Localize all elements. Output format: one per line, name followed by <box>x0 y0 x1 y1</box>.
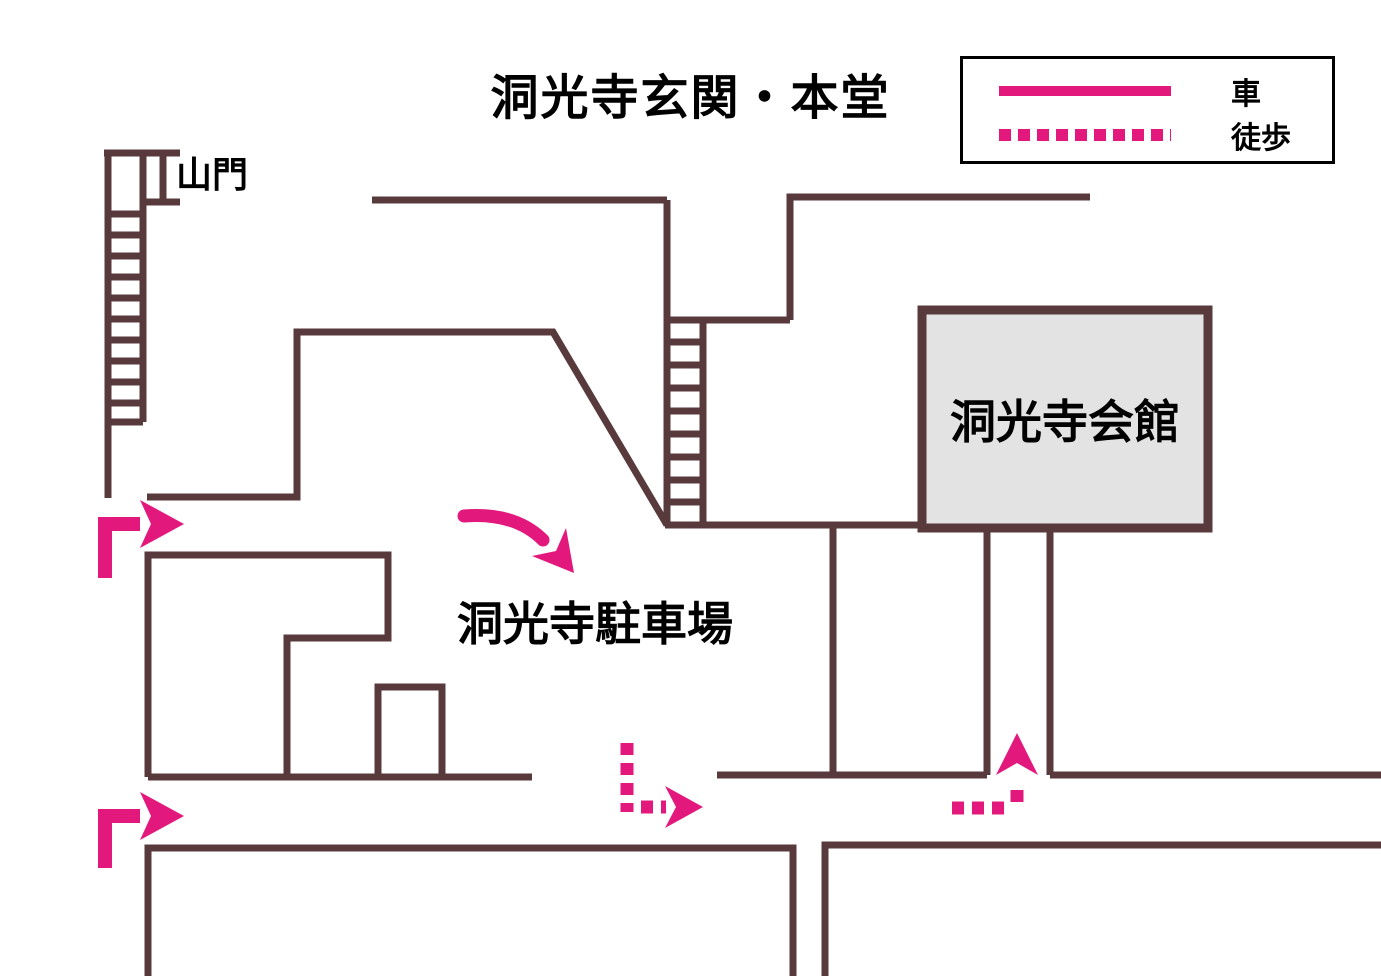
bottom-blocks <box>144 841 1381 976</box>
car-route-arrow-lower <box>98 792 184 868</box>
arrow-shaft <box>98 517 140 578</box>
arrow-shaft <box>98 809 140 868</box>
solid-line-sample <box>999 86 1171 96</box>
legend: 車 徒歩 <box>960 56 1335 164</box>
parking-upper-boundary <box>147 328 922 529</box>
parking-structures <box>144 551 532 781</box>
legend-label-car: 車 <box>1231 78 1261 111</box>
car-route-arrow-upper <box>98 500 184 578</box>
arrow-head <box>140 500 184 548</box>
page-title: 洞光寺玄関・本堂 <box>490 72 891 125</box>
boundary-polyline <box>147 328 671 527</box>
car-route-curve-into-parking <box>457 509 574 573</box>
legend-row-car: 車 <box>999 69 1332 113</box>
west-stairs-and-gate <box>104 149 180 498</box>
curve-shaft <box>457 509 550 547</box>
central-structures <box>372 193 1090 523</box>
bottom-left-block <box>144 844 797 976</box>
parking-label: 洞光寺駐車場 <box>457 598 733 650</box>
small-hut <box>374 683 446 777</box>
stair-rungs <box>108 210 143 426</box>
curve-head <box>532 528 574 573</box>
parking-block <box>144 551 392 777</box>
roads-near-hall <box>717 527 1381 779</box>
hall-building <box>917 305 1213 533</box>
walk-head-right <box>665 786 703 828</box>
arrow-head <box>140 792 184 840</box>
walk-route-center <box>620 743 703 828</box>
legend-row-walk: 徒歩 <box>999 113 1332 157</box>
walk-head-up <box>996 733 1038 775</box>
legend-label-walk: 徒歩 <box>1231 122 1291 155</box>
hall-label: 洞光寺会館 <box>950 396 1180 448</box>
bottom-right-block <box>821 841 1381 976</box>
north-wall <box>786 193 1090 320</box>
central-stair-rungs <box>667 338 703 506</box>
walk-route-to-hall <box>952 733 1038 815</box>
dotted-line-sample <box>999 129 1171 141</box>
gate-label: 山門 <box>176 154 249 195</box>
